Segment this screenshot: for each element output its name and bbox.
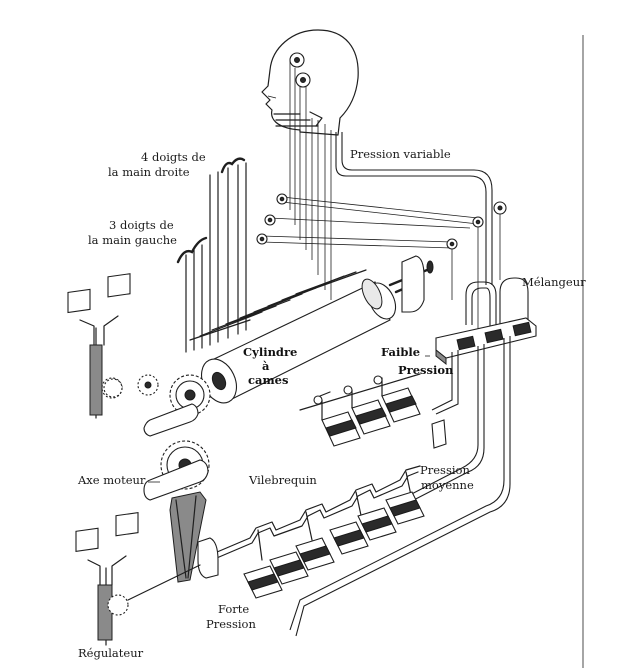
label-regulateur: Régulateur (78, 646, 144, 660)
label-main-gauche-line2: la main gauche (88, 233, 177, 247)
bellows-pression-moyenne (329, 491, 425, 555)
automaton-head (261, 29, 359, 136)
gear-train (101, 374, 211, 583)
label-main-droite-line2: la main droite (108, 165, 190, 179)
pulleys (256, 193, 507, 250)
label-pression-variable: Pression variable (350, 147, 451, 161)
label-main-gauche-line1: 3 doigts de (109, 218, 174, 232)
label-pression-moyenne-line2: moyenne (421, 478, 474, 492)
bellows-forte-pression (243, 537, 335, 599)
label-forte: Forte (218, 602, 249, 616)
finger-rods-left-hand (176, 236, 208, 353)
bellows-faible-pression (299, 373, 447, 449)
label-faible: Faible (381, 345, 420, 359)
label-vilebrequin: Vilebrequin (248, 473, 317, 487)
label-forte-pression: Pression (206, 617, 256, 631)
right-strings (451, 214, 501, 330)
finger-rods-right-hand (209, 157, 247, 346)
label-main-droite-line1: 4 doigts de (141, 150, 206, 164)
vilebrequin-crankshaft (197, 465, 421, 579)
control-threads (261, 60, 479, 300)
label-faible-pression: Pression (398, 363, 454, 377)
label-pression-moyenne-line1: Pression (420, 463, 470, 477)
label-axe-moteur: Axe moteur (77, 473, 146, 487)
label-melangeur: Mélangeur (522, 275, 586, 289)
air-pipes (289, 336, 511, 637)
cam-cylinder (189, 255, 434, 404)
labels: 4 doigts de la main droite 3 doigts de l… (77, 147, 586, 660)
melangeur-mixer (435, 277, 537, 366)
leader-marks (148, 355, 430, 483)
regulateur-bottom (75, 511, 201, 646)
regulateur-top (67, 273, 131, 419)
pression-variable-pipe (335, 132, 493, 285)
label-cylindre-cames: cames (248, 373, 288, 387)
label-cylindre: Cylindre (243, 345, 297, 359)
label-cylindre-a: à (262, 359, 270, 373)
